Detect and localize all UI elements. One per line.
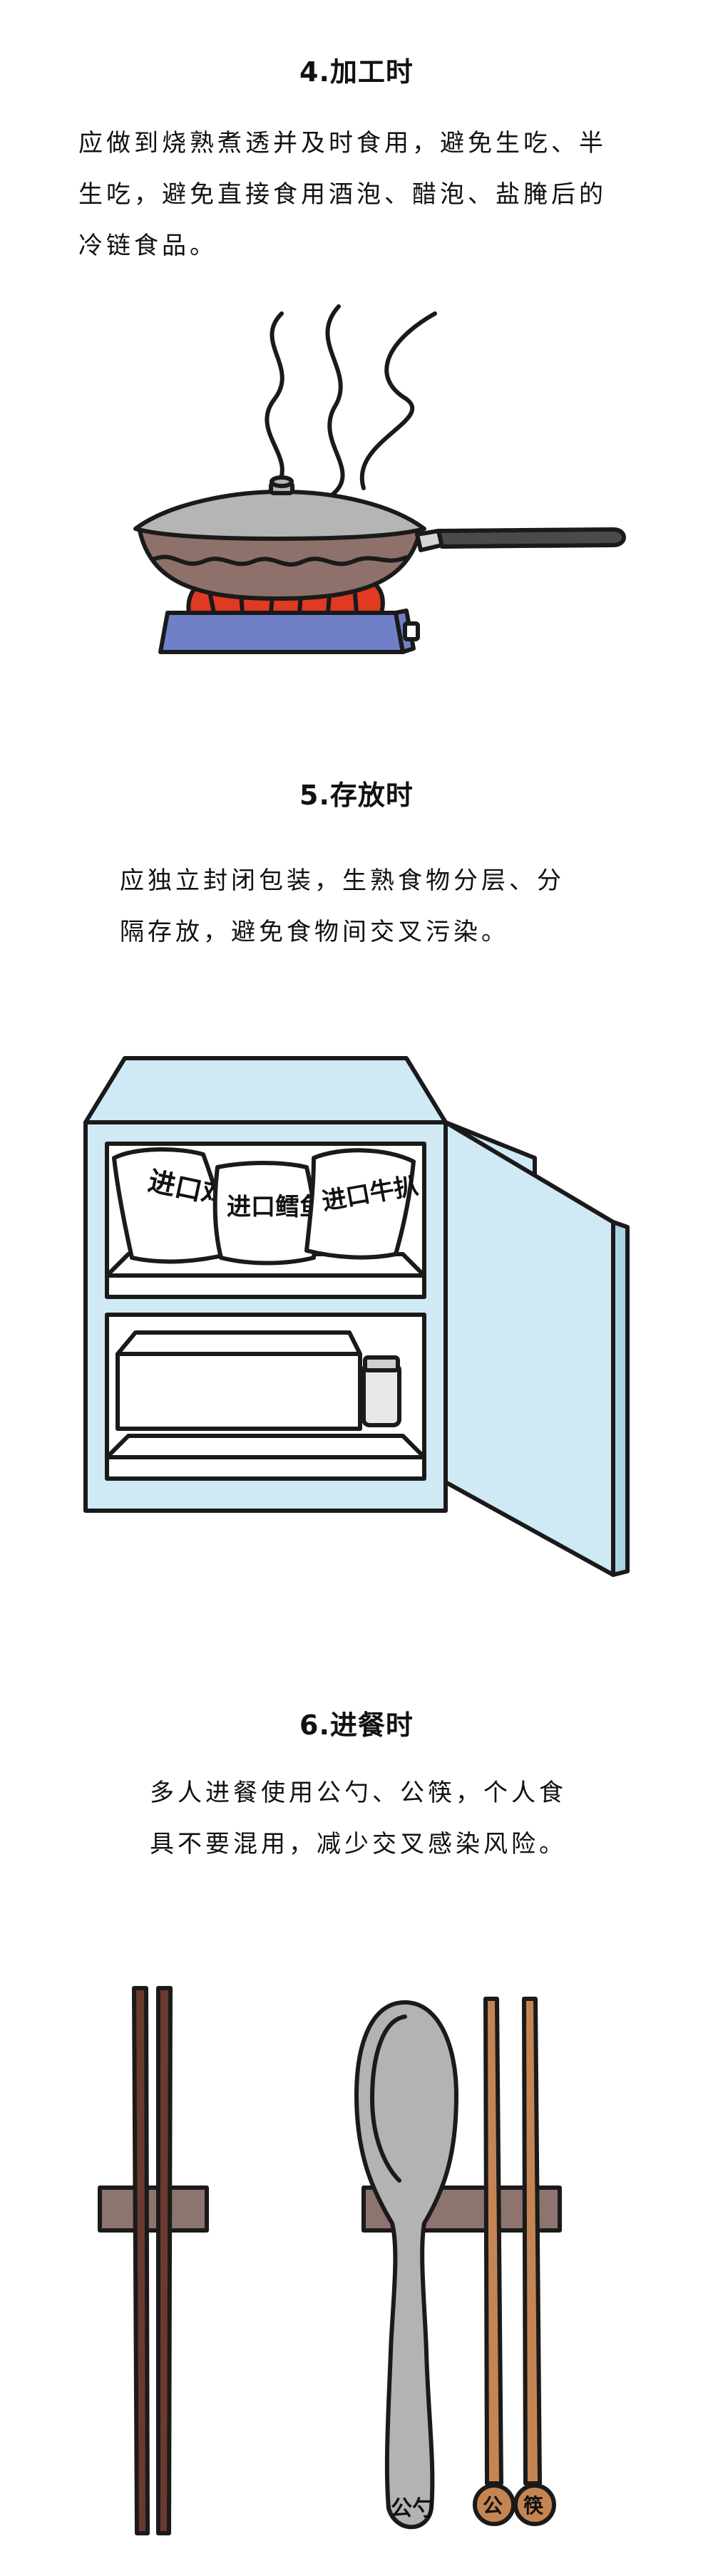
stove-icon: [158, 611, 405, 654]
pan-lid-icon: [133, 490, 426, 541]
pan-handle-icon: [436, 527, 626, 549]
bag-label: 进口鳕鱼: [227, 1193, 324, 1221]
paragraph-dining: 多人进餐使用公勺、公筷，个人食 具不要混用，减少交叉感染风险。: [150, 1767, 567, 1870]
paragraph-line: 多人进餐使用公勺、公筷，个人食: [150, 1779, 567, 1807]
chopstick-icon: [156, 1986, 173, 2535]
frying-pan-illustration: [133, 304, 626, 654]
paragraph-processing: 应做到烧熟煮透并及时食用，避免生吃、半 生吃，避免直接食用酒泡、醋泡、盐腌后的 …: [78, 118, 607, 271]
utensils-illustration: 公勺 公 筷: [98, 1986, 562, 2535]
steam-line: [325, 304, 345, 497]
storage-box-icon: [116, 1352, 362, 1431]
chopstick-label: 公: [483, 2494, 503, 2518]
serving-spoon-icon: 公勺: [354, 2000, 458, 2530]
spoon-label: 公勺: [391, 2496, 434, 2521]
serving-chopstick-icon: 筷: [513, 1997, 556, 2526]
food-bag-steak: 进口牛扒: [304, 1148, 420, 1260]
paragraph-line: 冷链食品。: [78, 232, 217, 260]
paragraph-line: 生吃，避免直接食用酒泡、醋泡、盐腌后的: [78, 180, 607, 209]
chopstick-rest-icon: [98, 2186, 209, 2233]
chopstick-icon: [132, 1986, 150, 2535]
serving-chopstick-icon: 公: [473, 1997, 515, 2526]
steam-line: [359, 311, 437, 490]
paragraph-line: 应做到烧熟煮透并及时食用，避免生吃、半: [78, 129, 607, 157]
fridge-illustration: 进口鸡翅 进口鳕鱼 进口牛扒: [83, 1056, 630, 1577]
jar-icon: [361, 1362, 401, 1427]
chopstick-label: 筷: [523, 2494, 544, 2518]
paragraph-line: 应独立封闭包装，生熟食物分层、分: [120, 867, 565, 895]
paragraph-line: 隔存放，避免食物间交叉污染。: [120, 918, 509, 946]
heading-processing: 4.加工时: [299, 56, 414, 88]
food-bag-cod: 进口鳕鱼: [212, 1161, 324, 1266]
steam-line: [265, 311, 284, 487]
paragraph-storage: 应独立封闭包装，生熟食物分层、分 隔存放，避免食物间交叉污染。: [120, 855, 565, 958]
heading-storage: 5.存放时: [299, 780, 414, 811]
paragraph-line: 具不要混用，减少交叉感染风险。: [150, 1830, 567, 1858]
heading-dining: 6.进餐时: [299, 1709, 414, 1741]
